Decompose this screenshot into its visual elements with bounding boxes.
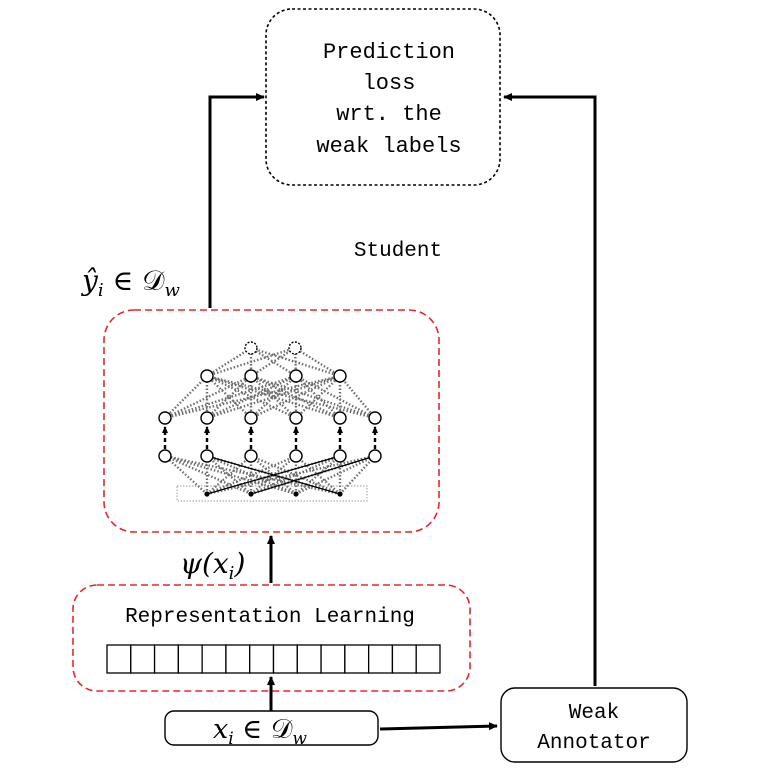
loss-line-2: loss [363,71,416,96]
vector-cell [344,644,370,674]
input-node [293,491,299,497]
vector-cell [320,644,346,674]
input-strip [176,485,368,502]
network-edge [206,454,376,496]
network-edge [339,375,376,419]
network-edge [164,455,208,495]
network-edge [295,454,376,496]
loss-line-3: wrt. the [336,102,442,127]
network-node [289,449,303,463]
student-box [103,309,440,533]
representation-learning-box: Representation Learning [72,584,471,692]
network-edge [339,455,376,495]
vector-cell [201,644,227,674]
vector-cell [367,644,394,674]
vector-cell [296,644,322,674]
network-node [244,411,258,425]
network-node [333,369,347,383]
representation-vector [106,644,441,674]
vector-cell [225,644,251,674]
neural-network-icon [158,341,382,502]
input-box: xi ∈ 𝒟w [164,710,379,749]
network-edge [206,346,252,378]
network-node [288,341,302,355]
input-label: xi ∈ 𝒟w [213,714,307,749]
network-node [333,411,347,425]
input-to-annotator-arrow [379,722,498,731]
network-edge [250,374,376,420]
vector-cell [249,644,275,674]
network-edge [295,374,376,420]
network-edge [206,374,341,420]
network-edge [164,375,208,419]
network-node [368,449,382,463]
network-edge [250,454,341,496]
network-edge [250,455,376,495]
network-edge [164,454,252,496]
input-node [337,491,343,497]
network-edge [206,454,297,496]
input-node [248,491,254,497]
prediction-label: ŷi ∈ 𝒟w [80,264,180,301]
vector-cell [130,644,156,674]
network-node [200,411,214,425]
network-node [158,449,172,463]
network-edge [206,455,341,495]
vector-cell [177,644,203,674]
weak-annotator-box: Weak Annotator [500,687,688,763]
input-node [204,491,210,497]
annotator-line-2: Annotator [537,732,650,755]
network-node [200,369,214,383]
network-node [244,341,258,355]
network-edge [206,374,376,420]
representation-title: Representation Learning [125,606,415,629]
vector-cell [272,644,298,674]
annotator-line-1: Weak [569,702,619,725]
network-edge [250,346,296,378]
network-edge [206,374,297,420]
network-edge [206,374,341,420]
vector-cell [391,644,417,674]
network-node [244,449,258,463]
network-edge [250,374,341,420]
loss-line-1: Prediction [323,40,455,65]
student-to-loss-arrow [208,93,265,308]
network-node [368,411,382,425]
annotator-to-loss-arrow [503,93,597,686]
vector-cell [415,644,441,674]
network-edge [250,346,341,378]
network-node [200,449,214,463]
network-node [333,449,347,463]
vector-cell [153,644,180,674]
network-edge [250,454,341,496]
network-edge [206,454,297,496]
representation-label: ψ(xi) [180,547,245,584]
network-edge [295,455,341,495]
network-node [158,411,172,425]
prediction-loss-box: Prediction loss wrt. the weak labels [265,8,501,186]
student-label: Student [354,240,442,263]
vector-cell [106,644,132,674]
loss-line-4: weak labels [316,134,461,159]
network-edge [206,455,252,495]
network-node [244,369,258,383]
network-node [289,411,303,425]
network-node [289,369,303,383]
